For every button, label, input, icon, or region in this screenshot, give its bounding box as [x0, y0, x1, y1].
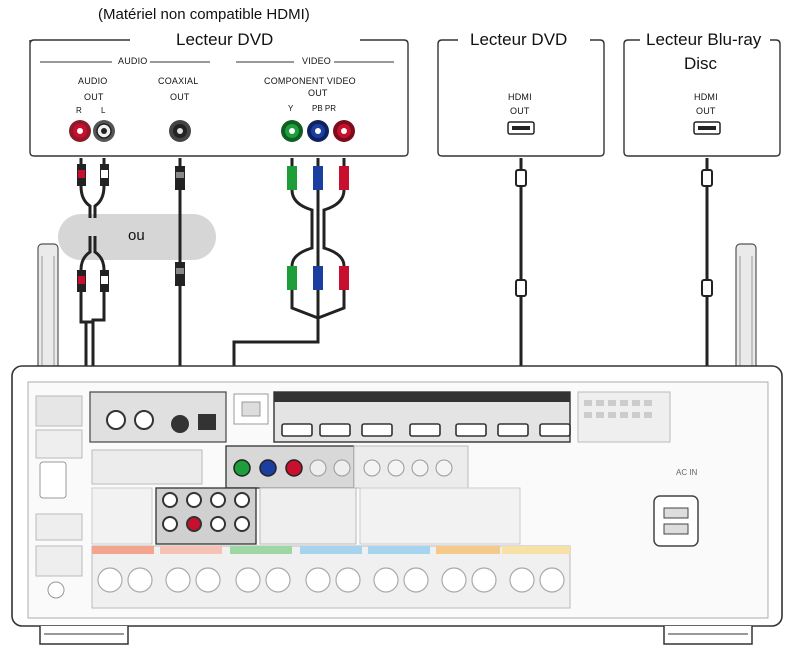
audio-rca-cable: [77, 158, 109, 324]
speaker-terminals: [91, 545, 571, 609]
antenna-right: [735, 243, 757, 395]
component-label: COMPONENT VIDEO: [264, 76, 356, 86]
component-out-label: OUT: [308, 88, 328, 98]
bluray-box: [623, 39, 781, 157]
ac-in-label: AC IN: [676, 468, 698, 477]
coaxial-label: COAXIAL: [158, 76, 199, 86]
dvd-hdmi-label: HDMI: [508, 92, 532, 102]
receiver-foot-right: [663, 626, 753, 645]
non-hdmi-note: (Matériel non compatible HDMI): [98, 6, 310, 23]
or-label: ou: [128, 227, 145, 244]
l-label: L: [101, 106, 106, 115]
or-pill: [58, 214, 216, 260]
audio-group-label: AUDIO: [118, 56, 148, 66]
component-pr-jack: [333, 120, 355, 142]
coaxial-jack: [169, 120, 191, 142]
dvd-legacy-title: Lecteur DVD: [176, 30, 274, 49]
bluray-title-2: Disc: [684, 54, 718, 73]
coaxial-out-label: OUT: [170, 92, 190, 102]
audio-l-jack: [93, 120, 115, 142]
pbpr-label: PB PR: [312, 104, 337, 113]
dvd-hdmi-box: [437, 39, 605, 157]
antenna-left: [37, 243, 59, 395]
video-group-label: VIDEO: [302, 56, 332, 66]
bluray-title: Lecteur Blu-ray: [646, 30, 762, 49]
dvd-legacy-box: [29, 39, 409, 157]
audio-out-label-2: OUT: [84, 92, 104, 102]
r-label: R: [76, 106, 82, 115]
component-pb-jack: [307, 120, 329, 142]
audio-r-jack: [69, 120, 91, 142]
bluray-hdmi-out-label: OUT: [696, 106, 716, 116]
receiver-foot-left: [39, 626, 129, 645]
hdmi-port-icon: [693, 121, 721, 135]
audio-out-label: AUDIO: [78, 76, 108, 86]
hdmi-port-icon: [507, 121, 535, 135]
dvd-hdmi-out-label: OUT: [510, 106, 530, 116]
dvd-hdmi-title: Lecteur DVD: [470, 30, 568, 49]
component-y-jack: [281, 120, 303, 142]
y-label: Y: [288, 104, 294, 113]
bluray-hdmi-label: HDMI: [694, 92, 718, 102]
ac-inlet: [653, 495, 699, 547]
